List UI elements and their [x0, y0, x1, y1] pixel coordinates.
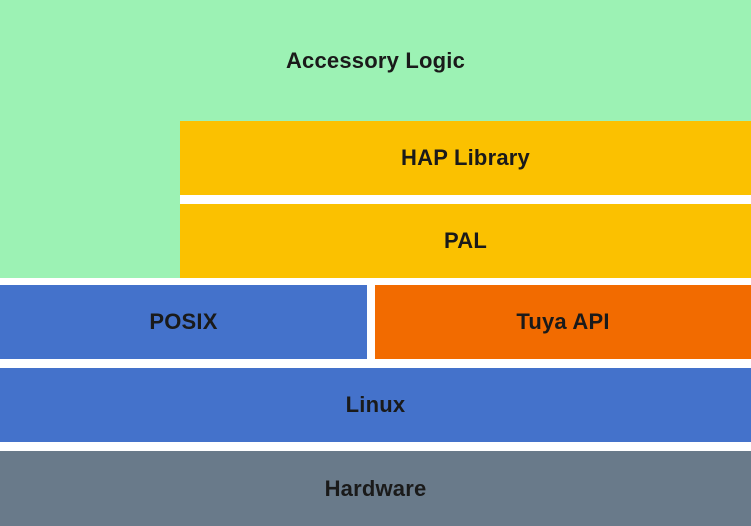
hardware-layer: Hardware	[0, 451, 751, 526]
hap-library-layer: HAP Library	[180, 121, 751, 195]
hardware-label: Hardware	[324, 475, 427, 501]
accessory-logic-layer-extension	[0, 121, 180, 278]
tuya-api-layer: Tuya API	[375, 285, 751, 359]
hap-library-label: HAP Library	[401, 145, 530, 170]
pal-label: PAL	[444, 228, 487, 253]
posix-layer: POSIX	[0, 285, 367, 359]
tuya-api-label: Tuya API	[516, 309, 610, 334]
accessory-logic-label: Accessory Logic	[285, 47, 466, 73]
accessory-logic-layer: Accessory Logic	[0, 0, 751, 121]
linux-label: Linux	[345, 392, 406, 417]
pal-layer: PAL	[180, 204, 751, 278]
posix-label: POSIX	[149, 309, 218, 334]
linux-layer: Linux	[0, 368, 751, 442]
